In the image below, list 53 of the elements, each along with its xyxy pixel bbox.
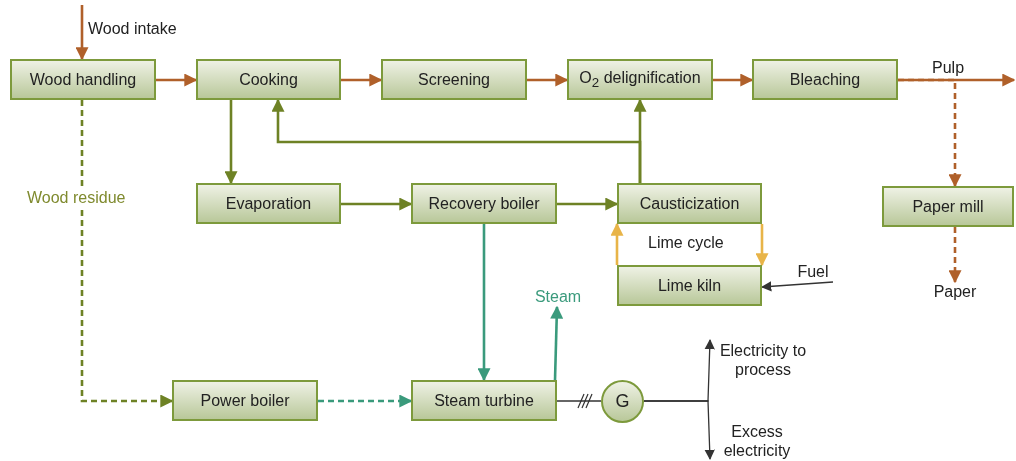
flow-label: Electricity to process xyxy=(710,340,816,380)
arrow xyxy=(477,224,491,382)
box-label: Lime kiln xyxy=(657,276,722,295)
edge-label: Wood residue xyxy=(25,188,128,208)
box-label: Screening xyxy=(417,70,490,89)
arrow xyxy=(75,5,89,61)
process-box xyxy=(172,380,318,421)
arrow xyxy=(948,227,962,284)
process-box xyxy=(617,265,762,306)
flow-label: Excess electricity xyxy=(710,421,804,461)
arrow xyxy=(527,73,569,87)
process-box xyxy=(411,183,557,224)
process-box xyxy=(381,59,527,100)
arrow xyxy=(898,78,962,188)
generator-symbol xyxy=(601,380,644,423)
process-box xyxy=(10,59,156,100)
arrow xyxy=(341,73,383,87)
arrow xyxy=(80,100,174,408)
process-box xyxy=(752,59,898,100)
box-label: Steam turbine xyxy=(434,391,534,410)
arrow xyxy=(713,73,754,87)
flow-label: Fuel xyxy=(793,262,833,282)
box-label: Cooking xyxy=(239,70,298,89)
box-label: Recovery boiler xyxy=(428,194,540,213)
box-label: Wood handling xyxy=(29,70,137,89)
process-box xyxy=(617,183,762,224)
process-box xyxy=(196,183,341,224)
arrow xyxy=(271,98,642,183)
arrow xyxy=(557,197,619,211)
box-label: Power boiler xyxy=(200,391,290,410)
flow-label: Paper xyxy=(928,282,982,302)
process-box xyxy=(411,380,557,421)
process-box xyxy=(882,186,1014,227)
cycle-label: Lime cycle xyxy=(648,234,724,252)
edge-label: Wood intake xyxy=(87,19,178,39)
box-label: Evaporation xyxy=(225,194,312,213)
arrow xyxy=(341,197,413,211)
process-box xyxy=(196,59,341,100)
box-label: Bleaching xyxy=(789,70,861,89)
arrow xyxy=(610,222,624,265)
flow-label: Steam xyxy=(530,287,586,307)
process-box xyxy=(567,59,713,100)
box-label: G xyxy=(615,391,630,412)
arrow xyxy=(156,73,198,87)
arrow xyxy=(224,100,238,185)
arrow xyxy=(318,394,413,408)
box-label: Paper mill xyxy=(912,197,984,216)
box-label: O$_{2}$ delignification xyxy=(579,68,701,91)
edge-label: Pulp xyxy=(931,58,966,78)
arrow xyxy=(643,400,715,461)
arrow xyxy=(755,224,769,267)
box-label: Causticization xyxy=(639,194,740,213)
arrow xyxy=(550,305,564,381)
